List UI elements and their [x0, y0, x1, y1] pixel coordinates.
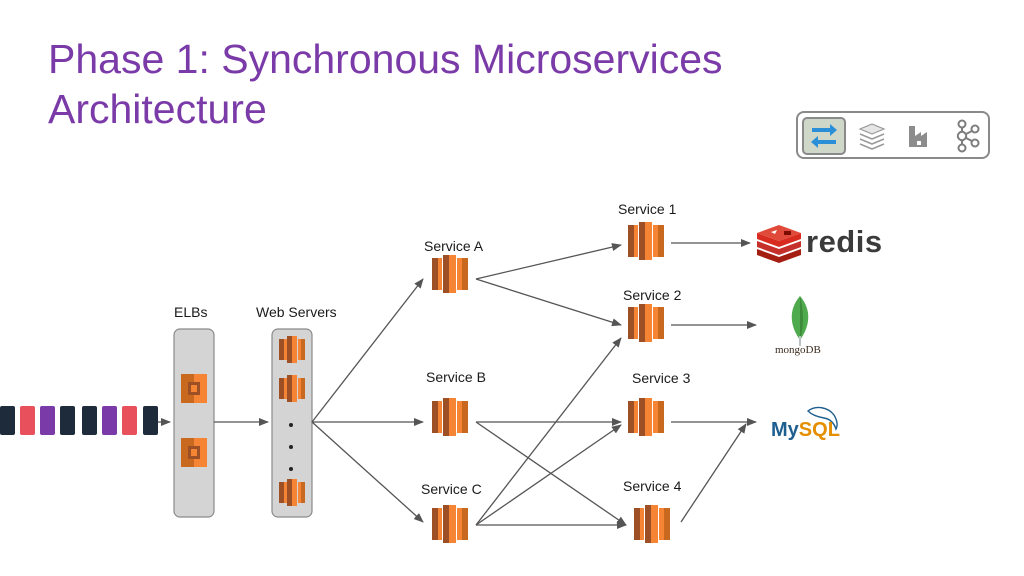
title-line-1: Phase 1: Synchronous Microservices	[48, 36, 723, 82]
service-c-label: Service C	[421, 481, 482, 497]
elb-icon	[181, 374, 207, 403]
queue-message	[60, 406, 75, 435]
service-3-label: Service 3	[632, 370, 691, 386]
factory-icon[interactable]	[898, 117, 942, 155]
service-b-icon	[432, 398, 468, 436]
service-3-icon	[628, 398, 664, 436]
elb-group	[173, 328, 215, 518]
web-servers-label: Web Servers	[256, 304, 337, 320]
messaging-toolbar	[796, 111, 990, 159]
service-4-icon	[634, 505, 670, 543]
ellipsis-dot	[289, 445, 293, 449]
service-1-icon	[628, 222, 664, 260]
queue-message	[82, 406, 97, 435]
queue-message	[0, 406, 15, 435]
service-b-label: Service B	[426, 369, 486, 385]
title-line-2: Architecture	[48, 86, 267, 132]
queue-message	[40, 406, 55, 435]
web-server-icon	[279, 375, 305, 402]
redis-logo-icon	[757, 225, 801, 263]
queue-message	[102, 406, 117, 435]
slide-title: Phase 1: Synchronous Microservices Archi…	[48, 34, 723, 134]
kafka-icon[interactable]	[944, 117, 988, 155]
elb-icon	[181, 438, 207, 467]
mysql-wordmark: MySQL	[771, 419, 840, 442]
service-a-icon	[432, 255, 468, 293]
ellipsis-dot	[289, 423, 293, 427]
sync-arrows-icon[interactable]	[802, 117, 846, 155]
ellipsis-dot	[289, 467, 293, 471]
service-a-label: Service A	[424, 238, 484, 254]
mongodb-leaf-icon	[791, 296, 809, 346]
service-4-label: Service 4	[623, 478, 682, 494]
queue-message	[143, 406, 158, 435]
service-1-label: Service 1	[618, 201, 677, 217]
service-c-icon	[432, 505, 468, 543]
mysql-dolphin-icon	[806, 406, 838, 431]
service-2-label: Service 2	[623, 287, 682, 303]
mysql-wordmark-my: My	[771, 419, 799, 441]
queue-message	[122, 406, 137, 435]
connections	[158, 239, 757, 529]
web-server-icon	[279, 479, 305, 506]
web-server-icon	[279, 336, 305, 363]
elbs-label: ELBs	[174, 304, 208, 320]
web-server-group	[271, 328, 313, 518]
redis-wordmark: redis	[806, 224, 883, 259]
mysql-wordmark-sql: SQL	[798, 419, 840, 441]
service-2-icon	[628, 304, 664, 342]
layers-icon[interactable]	[850, 117, 894, 155]
queue-message	[20, 406, 35, 435]
mongodb-wordmark: mongoDB	[775, 344, 821, 356]
request-queue	[0, 406, 158, 435]
